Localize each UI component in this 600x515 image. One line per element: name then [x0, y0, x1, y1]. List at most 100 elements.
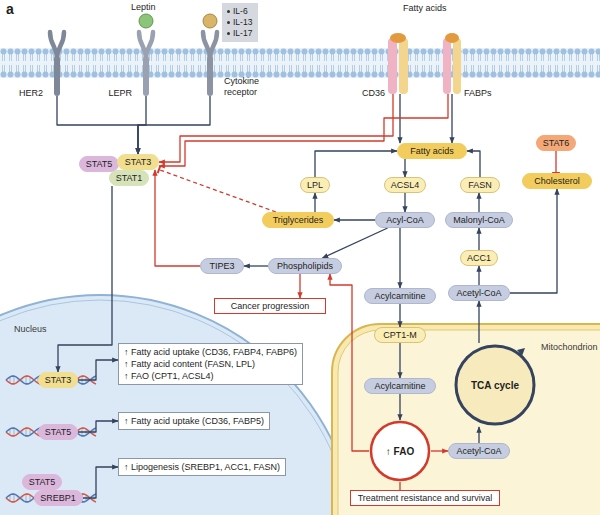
- node-label: Acetyl-CoA: [454, 444, 504, 458]
- membrane: [0, 48, 600, 78]
- metabolite-pill: Malonyl-CoA: [445, 212, 513, 228]
- enzyme-pill: ACC1: [460, 250, 498, 266]
- leptin-ligand: [139, 14, 153, 28]
- pathway-arrow: [404, 193, 405, 212]
- enzyme-pill: FASN: [460, 177, 500, 193]
- metabolite-pill: Acetyl-CoA: [448, 285, 510, 301]
- effect-text: ↑ Fatty acid uptake (CD36, FABP4, FABP6): [124, 346, 297, 358]
- node-label: Fatty acids: [403, 144, 461, 158]
- panel-letter: a: [6, 1, 14, 17]
- transporter-shape: [443, 32, 461, 94]
- node-label: STAT5: [85, 157, 113, 171]
- enzyme-pill: ACSL4: [384, 177, 426, 193]
- protein-pill: STAT3: [38, 372, 78, 388]
- receptor-label: CD36: [362, 88, 385, 99]
- mitochondrion: Mitochondrion CPT1-M Acylcarnitine TCA cycl…: [330, 322, 600, 515]
- outcome-box: Cancer progression: [214, 298, 326, 314]
- node-label: Acetyl-CoA: [454, 286, 504, 300]
- node-label: TCA cycle: [471, 380, 519, 391]
- node-label: Malonyl-CoA: [451, 213, 507, 227]
- gene-effect-box: ↑ Fatty acid uptake (CD36, FABP4, FABP6)…: [118, 343, 303, 385]
- pathway-arrow: [478, 193, 479, 212]
- protein-pill: STAT3: [117, 154, 159, 170]
- transporter: FABPs: [443, 32, 461, 94]
- protein-pill: STAT6: [536, 135, 576, 151]
- cycle-circle: TCA cycle: [453, 343, 537, 427]
- effect-text: ↑ Lipogenesis (SREBP1, ACC1, FASN): [124, 461, 280, 473]
- cytokine-name: IL-13: [233, 17, 252, 28]
- node-label: LPL: [306, 178, 324, 192]
- pathway-arrow: [478, 228, 479, 250]
- bullet-dot: [227, 21, 230, 24]
- receptor-shape: [135, 30, 157, 96]
- enzyme-pill: CPT1-M: [374, 327, 426, 343]
- receptor-label: HER2: [19, 88, 43, 99]
- pathway-circle: ↑ FAO: [369, 420, 431, 482]
- pathway-arrow: [467, 151, 480, 177]
- node-label: STAT3: [44, 373, 72, 387]
- pathway-arrow: [57, 96, 138, 154]
- annotation-label: Leptin: [131, 2, 156, 12]
- receptor-label: LEPR: [108, 88, 132, 99]
- cytokine-name: IL-6: [233, 6, 248, 17]
- receptor: LEPR: [135, 30, 157, 96]
- region-label: Nucleus: [14, 324, 47, 334]
- node-label: Acylcarnitine: [370, 379, 430, 393]
- pathway-arrow: [155, 170, 200, 266]
- pathway-arrow: [399, 228, 400, 288]
- node-label: Triglycerides: [268, 213, 328, 227]
- inhibition-line: [159, 170, 276, 212]
- list-row: IL-6: [227, 6, 252, 17]
- label-anchor: Leptin: [131, 2, 156, 12]
- node-label: TIPE3: [206, 259, 238, 273]
- protein-pill: SREBP1: [34, 490, 83, 506]
- pathway-arrow: [451, 94, 452, 143]
- node-label: ACSL4: [390, 178, 420, 192]
- metabolite-pill: Acylcarnitine: [364, 378, 436, 394]
- node-label: Treatment resistance and survival: [356, 491, 494, 505]
- list-row: IL-13: [227, 17, 252, 28]
- pathway-arrow: [138, 96, 146, 154]
- node-label: Acylcarnitine: [370, 289, 430, 303]
- node-label: ACC1: [466, 251, 492, 265]
- node-label: STAT1: [115, 171, 143, 185]
- transporter-shape: [388, 32, 408, 94]
- protein-pill: TIPE3: [200, 258, 244, 274]
- node-label: Acyl-CoA: [381, 213, 429, 227]
- pathway-arrow: [315, 151, 397, 177]
- enzyme-pill: LPL: [300, 177, 330, 193]
- pathway-arrow: [138, 96, 210, 154]
- node-label: STAT3: [123, 155, 153, 169]
- region-label: Mitochondrion: [541, 342, 598, 352]
- transporter: CD36: [388, 32, 408, 94]
- pathway-arrow: [334, 219, 375, 220]
- receptor-shape: [46, 30, 68, 96]
- pathway-arrow: [510, 189, 557, 293]
- receptor: HER2: [46, 30, 68, 96]
- gene-effect-box: ↑ Fatty acid uptake (CD36, FABP5): [118, 412, 270, 430]
- inhibition-line: [555, 151, 556, 173]
- metabolite-pill: Triglycerides: [262, 212, 334, 228]
- label-anchor: Fatty acids: [403, 3, 447, 13]
- protein-pill: STAT5: [22, 474, 62, 490]
- pathway-arrow: [299, 274, 300, 298]
- pathway-arrow: [314, 193, 315, 212]
- node-label: Cancer progression: [220, 299, 320, 313]
- ligand-box: IL-6IL-13IL-17: [222, 3, 258, 42]
- pathway-arrow: [159, 94, 393, 162]
- annotation-label: Fatty acids: [403, 3, 447, 13]
- metabolite-pill: Phospholipids: [268, 258, 342, 274]
- metabolite-pill: Cholesterol: [522, 173, 592, 189]
- pathway-arrow: [322, 228, 387, 258]
- list-row: IL-17: [227, 28, 252, 39]
- effect-text: ↑ Fatty acid uptake (CD36, FABP5): [124, 415, 264, 427]
- lipid-bilayer: [0, 48, 600, 78]
- bullet-dot: [227, 10, 230, 13]
- effect-text: ↑ Fatty acid content (FASN, LPL): [124, 358, 297, 370]
- cytokine-name: IL-17: [233, 28, 252, 39]
- node-label: Phospholipids: [274, 259, 336, 273]
- node-label: ↑ FAO: [386, 446, 414, 457]
- pathway-arrow: [478, 266, 479, 285]
- pathway-arrow: [399, 94, 400, 143]
